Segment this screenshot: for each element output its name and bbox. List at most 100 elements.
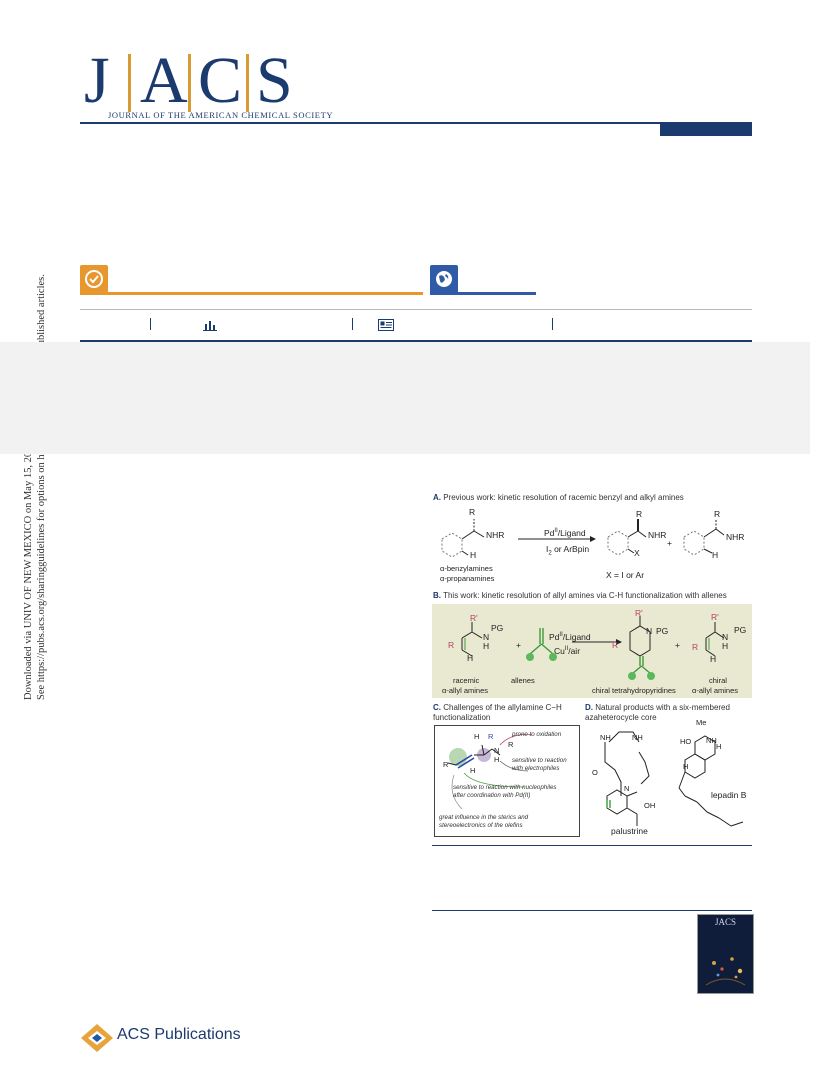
header-rule: [80, 122, 752, 124]
panel-b-p2-rp: R': [711, 612, 719, 622]
logo-letter-a: A: [140, 44, 188, 117]
panel-b-title: B. This work: kinetic resolution of ally…: [433, 591, 727, 600]
panel-c-scheme: [447, 733, 533, 810]
panel-c-note-3: with electrophiles: [512, 765, 560, 772]
panel-b-sm-pg: PG: [491, 623, 504, 633]
panel-b-background: [432, 604, 752, 698]
panel-b-sm-h1: H: [483, 641, 490, 651]
panel-c-note-2: sensitive to reaction: [512, 757, 567, 764]
panel-c-n: N: [494, 746, 500, 755]
panel-b-p1-r: R: [612, 640, 619, 650]
panel-b-p2-h2: H: [710, 654, 717, 664]
bar-chart-icon[interactable]: [203, 319, 217, 331]
read-online-rule: [430, 292, 536, 295]
panel-b-p2-r: R: [692, 642, 699, 652]
panel-b-sm-rp: R': [470, 613, 478, 623]
logo-letter-c: C: [198, 44, 243, 117]
panel-c-note-7: stereoelectronics of the olefins: [439, 822, 523, 829]
logo-divider: [246, 54, 249, 112]
panel-b-p2-n: N: [722, 632, 729, 642]
journal-cover-thumbnail[interactable]: JACS: [697, 914, 754, 994]
panel-c-title-line1: Challenges of the allylamine C−H: [443, 703, 562, 712]
panel-c-h-top: H: [474, 732, 480, 741]
panel-b-caption-5: chiral: [709, 676, 727, 685]
panel-d-title-2: azaheterocycle core: [585, 713, 657, 722]
panel-b-reagent-top: PdII/Ligand: [549, 632, 591, 642]
panel-a-p1-r: R: [636, 509, 643, 519]
panel-b-p1-rp: R': [635, 608, 643, 618]
panel-c-h-under: H: [494, 755, 500, 764]
panel-a-scheme: [441, 519, 725, 558]
panel-a-sm-name-2: α-propanamines: [440, 574, 495, 583]
panel-a-reagent-top: PdII/Ligand: [544, 528, 586, 538]
panel-a-sm-r: R: [469, 507, 476, 517]
panel-b-sm-h2: H: [467, 653, 474, 663]
metrics-separator: [150, 318, 151, 330]
panel-c-title-2: functionalization: [433, 713, 491, 722]
panel-d-lepadin-me: Me: [696, 718, 707, 727]
metrics-separator: [352, 318, 353, 330]
logo-divider: [128, 54, 131, 112]
cover-title: JACS: [714, 917, 736, 927]
panel-a-p2-r: R: [714, 509, 721, 519]
panel-c-note-6: great influence in the sterics and: [439, 814, 529, 821]
panel-c-r-right: R: [508, 740, 514, 749]
logo-letter-s: S: [256, 44, 293, 117]
metrics-bottom-rule: [80, 340, 752, 342]
panel-d-palustrine-nh2: NH: [632, 733, 643, 742]
check-icon: [85, 270, 103, 288]
panel-b-p1-n: N: [646, 626, 653, 636]
panel-c-r-left: R: [443, 760, 449, 769]
panel-b-title-text: This work: kinetic resolution of allyl a…: [443, 591, 727, 600]
panel-b-plus-2: +: [675, 640, 680, 650]
panel-d-lepadin-name: lepadin B: [711, 790, 747, 800]
panel-a-plus: +: [667, 538, 672, 548]
acs-publications-logo-icon[interactable]: [80, 1023, 114, 1053]
article-type-tab: [660, 124, 752, 136]
panel-d-lepadin-h2: H: [683, 762, 689, 771]
panel-c-r-blue: R: [488, 732, 494, 741]
panel-c-box: [434, 725, 580, 837]
metrics-top-rule: [80, 309, 752, 310]
panel-d-palustrine-n: N: [624, 784, 630, 793]
panel-d-palustrine-nh1: NH: [600, 733, 611, 742]
panel-a-p1-note: X = I or Ar: [606, 570, 645, 580]
cite-this-rule: [80, 292, 423, 295]
panel-b-plus-1: +: [516, 640, 521, 650]
figure-bottom-rule: [432, 845, 752, 846]
cite-this-badge[interactable]: [80, 265, 108, 293]
panel-b-caption-1: racemic: [453, 676, 480, 685]
panel-c-title: C. Challenges of the allylamine C−H: [433, 703, 562, 712]
panel-c-note-4: sensitive to reaction with nucleophiles: [453, 784, 557, 791]
read-online-badge[interactable]: [430, 265, 458, 293]
panel-b-scheme: [461, 616, 725, 680]
panel-b-caption-6: α-allyl amines: [692, 686, 739, 695]
panel-b-sm-n: N: [483, 632, 490, 642]
logo-letter-j: J: [84, 44, 110, 117]
metrics-separator: [552, 318, 553, 330]
panel-d-scheme: [604, 731, 744, 827]
panel-d-palustrine-oh: OH: [644, 801, 656, 810]
panel-c-h-bottom: H: [470, 766, 476, 775]
panel-a-sm-h: H: [470, 550, 477, 560]
cover-artwork: [705, 957, 746, 986]
panel-a-sm-nhr: NHR: [486, 530, 505, 540]
panel-c-note-1: prone to oxidation: [512, 731, 562, 738]
acs-publications-wordmark[interactable]: ACS Publications: [117, 1026, 241, 1043]
panel-b-caption-3: allenes: [511, 676, 535, 685]
panel-d-lepadin-nh: NH: [706, 736, 717, 745]
panel-d-title: D. Natural products with a six-membered: [585, 703, 730, 712]
journal-name: JOURNAL OF THE AMERICAN CHEMICAL SOCIETY: [108, 110, 334, 120]
panel-a-label: A.: [433, 493, 441, 502]
logo-divider: [188, 54, 191, 112]
panel-b-p1-pg: PG: [656, 626, 669, 636]
panel-b-label: B.: [433, 591, 441, 600]
panel-c-label: C.: [433, 703, 441, 712]
panel-a-sm-name-1: α-benzylamines: [440, 564, 493, 573]
panel-a-reagent-bottom: I2 or ArBpin: [546, 544, 590, 557]
article-recommendations-icon[interactable]: [378, 319, 394, 331]
panel-b-reagent-bottom: CuII/air: [554, 646, 581, 656]
panel-a-p1-nhr: NHR: [648, 530, 667, 540]
panel-b-p2-h1: H: [722, 641, 729, 651]
footnote-rule: [432, 910, 752, 911]
